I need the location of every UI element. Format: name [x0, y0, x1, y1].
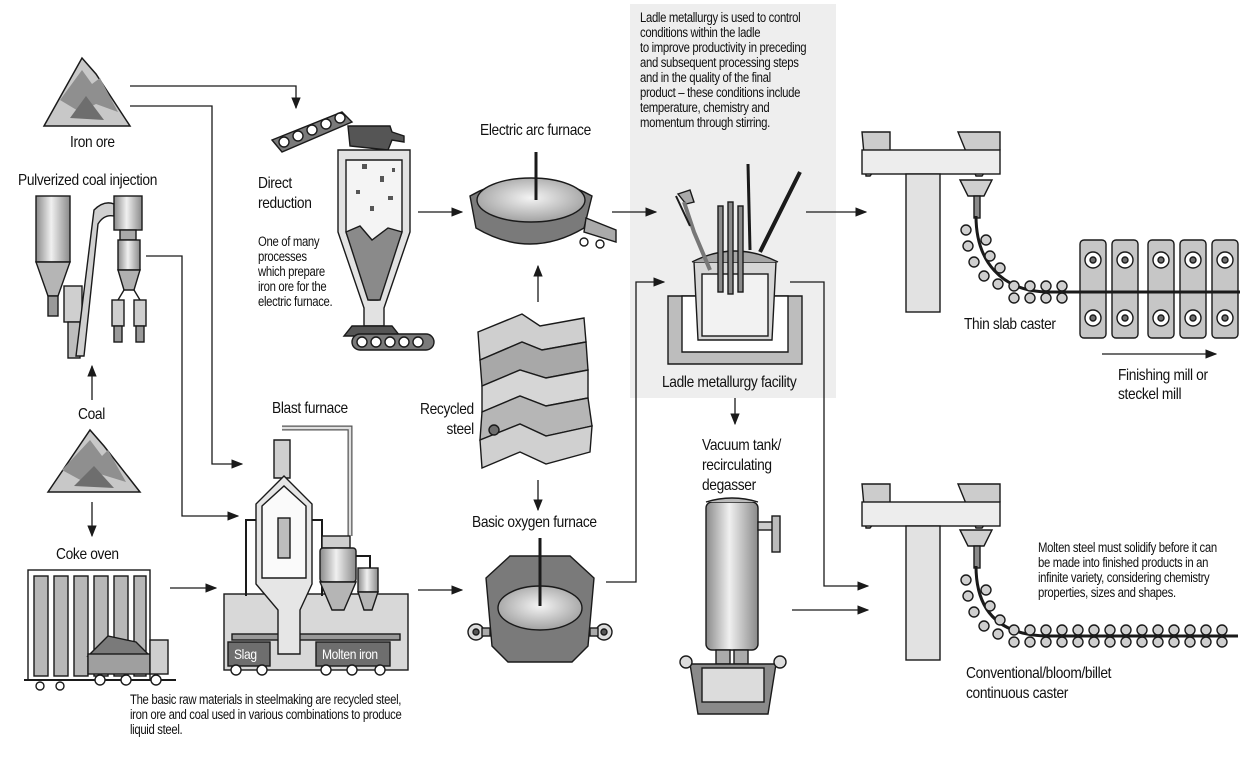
conveyor-bottom-icon: [351, 333, 435, 351]
electric-arc-furnace-icon: [469, 152, 617, 249]
arrow-ore-to-direct-reduction: [130, 85, 301, 110]
label-electric-arc-furnace: Electric arc furnace: [480, 122, 591, 139]
note-direct-reduction: One of many processes which prepare iron…: [258, 234, 333, 309]
arrow-bof-to-ladle: [606, 277, 666, 583]
coal-pile-icon: [46, 428, 142, 493]
recycled-steel-pile-icon: [477, 313, 593, 470]
label-blast-furnace: Blast furnace: [272, 400, 348, 417]
arrow-ladle-to-conventional: [790, 281, 870, 591]
label-basic-oxygen-furnace: Basic oxygen furnace: [472, 514, 597, 531]
label-conventional-caster: Conventional/bloom/billet continuous cas…: [966, 665, 1112, 702]
pulverized-coal-injection-icon: [35, 195, 147, 359]
note-ladle-metallurgy: Ladle metallurgy is used to control cond…: [640, 10, 807, 130]
rolling-mill-stands-icon: [1078, 239, 1240, 339]
thin-slab-caster-icon: [861, 131, 1240, 339]
label-recycled-steel: Recycled steel: [420, 401, 474, 438]
note-raw-materials: The basic raw materials in steelmaking a…: [130, 692, 402, 737]
label-slag: Slag: [234, 646, 257, 662]
coke-oven-icon: [24, 569, 176, 691]
label-coal: Coal: [78, 406, 105, 423]
label-thin-slab-caster: Thin slab caster: [964, 316, 1056, 333]
iron-ore-pile-icon: [42, 56, 132, 127]
blast-furnace-icon: [223, 425, 409, 676]
label-coke-oven: Coke oven: [56, 546, 119, 563]
conventional-caster-icon: [861, 483, 1238, 661]
label-iron-ore: Iron ore: [70, 134, 115, 151]
vacuum-degasser-icon: [679, 497, 787, 715]
label-finishing-mill: Finishing mill or steckel mill: [1118, 367, 1208, 403]
label-direct-reduction: Direct reduction: [258, 175, 312, 212]
arrow-coal-injection-to-blast-furnace: [146, 255, 240, 521]
direct-reduction-furnace-icon: [270, 111, 435, 351]
label-molten-iron: Molten iron: [322, 646, 378, 662]
arrow-ore-to-blast-furnace: [130, 105, 244, 469]
flow-arrows: [87, 85, 1218, 615]
note-molten-steel: Molten steel must solidify before it can…: [1038, 540, 1217, 600]
ladle-metallurgy-icon: [667, 163, 803, 365]
conveyor-top-icon: [270, 111, 354, 153]
label-ladle-metallurgy-facility: Ladle metallurgy facility: [662, 374, 797, 391]
label-vacuum-tank-degasser: Vacuum tank/ recirculating degasser: [702, 437, 781, 494]
label-pulverized-coal-injection: Pulverized coal injection: [18, 172, 158, 189]
basic-oxygen-furnace-icon: [467, 538, 613, 663]
